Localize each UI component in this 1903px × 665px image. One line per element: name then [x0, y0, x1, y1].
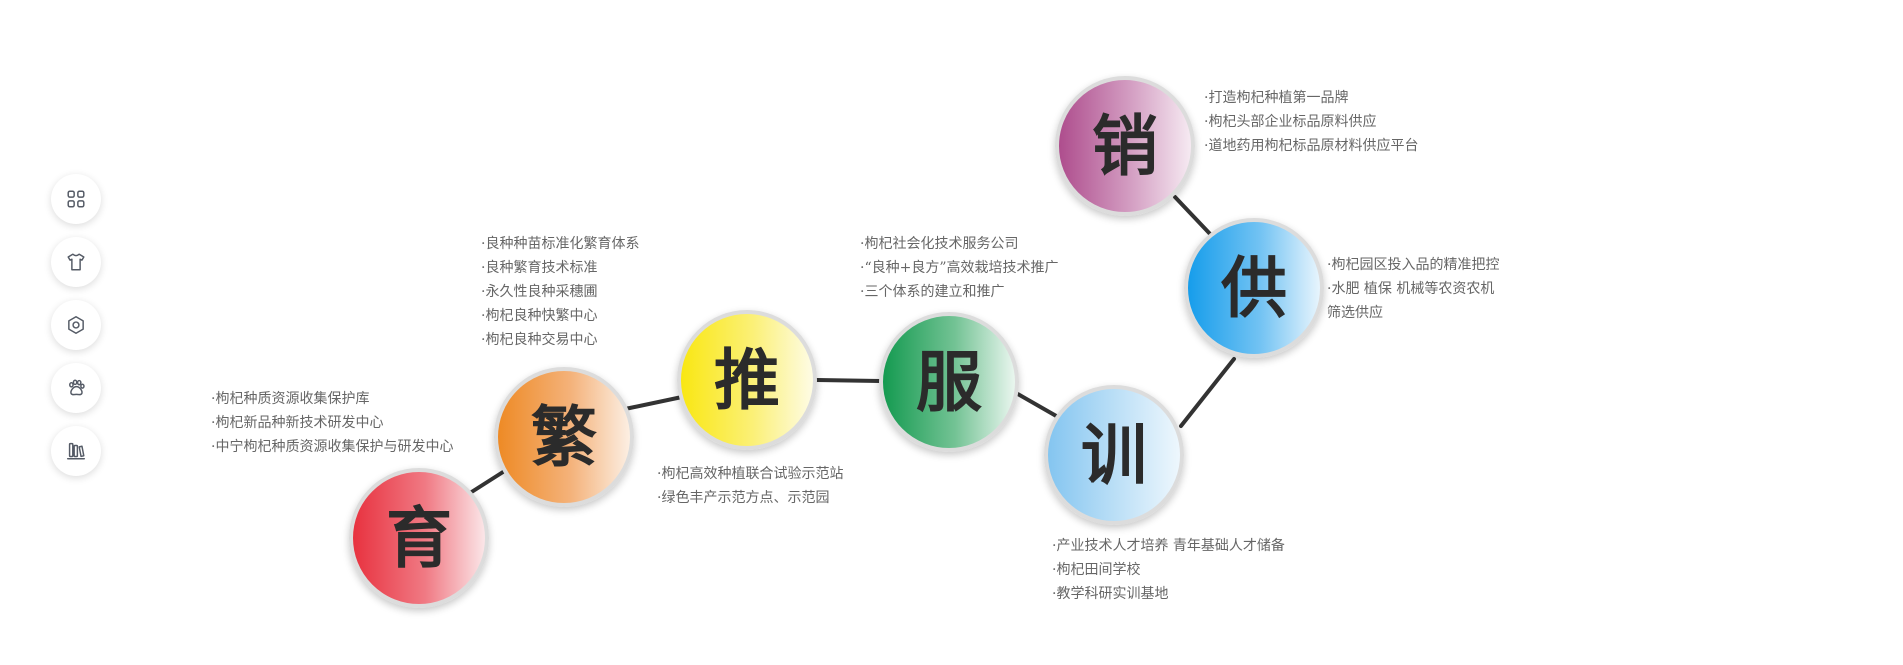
shirt-icon — [67, 253, 85, 271]
node-tui: 推 — [677, 310, 817, 450]
node-yu: 育 — [349, 468, 489, 608]
node-fu-char: 服 — [916, 343, 982, 421]
node-yu-char: 育 — [386, 499, 452, 577]
connector-fan-tui — [623, 395, 684, 411]
paw-button[interactable] — [51, 363, 101, 413]
node-fu: 服 — [879, 312, 1019, 452]
connector-fu-xun — [1014, 391, 1060, 419]
node-gong: 供 — [1184, 218, 1324, 358]
connector-xiao-gong — [1173, 195, 1214, 238]
bullet-item: ·三个体系的建立和推广 — [860, 284, 1005, 300]
node-fan-char: 繁 — [531, 398, 597, 476]
bullet-item: 筛选供应 — [1327, 305, 1383, 321]
bullet-item: ·打造枸杞种植第一品牌 — [1204, 90, 1349, 106]
bullet-item: ·良种繁育技术标准 — [481, 260, 598, 276]
bullet-item: ·枸杞头部企业标品原料供应 — [1204, 114, 1377, 130]
bullet-item: ·中宁枸杞种质资源收集保护与研发中心 — [211, 439, 454, 455]
bullets-yu: ·枸杞种质资源收集保护库 ·枸杞新品种新技术研发中心 ·中宁枸杞种质资源收集保护… — [211, 387, 453, 459]
bullet-item: ·水肥 植保 机械等农资农机 — [1327, 281, 1495, 297]
bullets-gong: ·枸杞园区投入品的精准把控 ·水肥 植保 机械等农资农机 筛选供应 — [1327, 253, 1499, 325]
node-gong-char: 供 — [1221, 249, 1287, 327]
bullet-item: ·道地药用枸杞标品原材料供应平台 — [1204, 138, 1419, 154]
settings-button[interactable] — [51, 300, 101, 350]
node-xiao-char: 销 — [1092, 107, 1158, 185]
node-tui-char: 推 — [714, 341, 780, 419]
bullet-item: ·良种种苗标准化繁育体系 — [481, 236, 640, 252]
bullet-item: ·枸杞良种快繁中心 — [481, 308, 598, 324]
bullet-item: ·“良种+良方”高效栽培技术推广 — [860, 260, 1059, 276]
node-xun: 训 — [1044, 385, 1184, 525]
books-icon — [67, 442, 85, 460]
bullets-fan: ·良种种苗标准化繁育体系 ·良种繁育技术标准 ·永久性良种采穗圃 ·枸杞良种快繁… — [481, 232, 639, 352]
bullet-item: ·枸杞高效种植联合试验示范站 — [657, 466, 844, 482]
paw-icon — [69, 379, 85, 396]
bullet-item: ·永久性良种采穗圃 — [481, 284, 598, 300]
grid-button[interactable] — [51, 174, 101, 224]
side-toolbar — [51, 174, 101, 489]
node-xun-char: 训 — [1081, 416, 1147, 494]
bullet-item: ·教学科研实训基地 — [1052, 586, 1169, 602]
bullets-tui: ·枸杞高效种植联合试验示范站 ·绿色丰产示范方点、示范园 — [657, 462, 843, 510]
bullet-item: ·绿色丰产示范方点、示范园 — [657, 490, 830, 506]
bullet-item: ·枸杞田间学校 — [1052, 562, 1141, 578]
bullets-xiao: ·打造枸杞种植第一品牌 ·枸杞头部企业标品原料供应 ·道地药用枸杞标品原材料供应… — [1204, 86, 1418, 158]
connector-tui-fu — [815, 378, 882, 383]
grid-icon — [67, 190, 85, 208]
connector-yu-fan — [468, 470, 505, 495]
bullet-item: ·枸杞种质资源收集保护库 — [211, 391, 370, 407]
settings-icon — [68, 316, 84, 334]
bullet-item: ·枸杞园区投入品的精准把控 — [1327, 257, 1500, 273]
node-xiao: 销 — [1055, 76, 1195, 216]
node-fan: 繁 — [494, 367, 634, 507]
bullets-xun: ·产业技术人才培养 青年基础人才储备 ·枸杞田间学校 ·教学科研实训基地 — [1052, 534, 1285, 606]
books-button[interactable] — [51, 426, 101, 476]
bullet-item: ·枸杞社会化技术服务公司 — [860, 236, 1019, 252]
bullets-fu: ·枸杞社会化技术服务公司 ·“良种+良方”高效栽培技术推广 ·三个体系的建立和推… — [860, 232, 1059, 304]
connector-xun-gong — [1179, 357, 1236, 428]
bullet-item: ·枸杞新品种新技术研发中心 — [211, 415, 384, 431]
shirt-button[interactable] — [51, 237, 101, 287]
bullet-item: ·枸杞良种交易中心 — [481, 332, 598, 348]
bullet-item: ·产业技术人才培养 青年基础人才储备 — [1052, 538, 1285, 554]
